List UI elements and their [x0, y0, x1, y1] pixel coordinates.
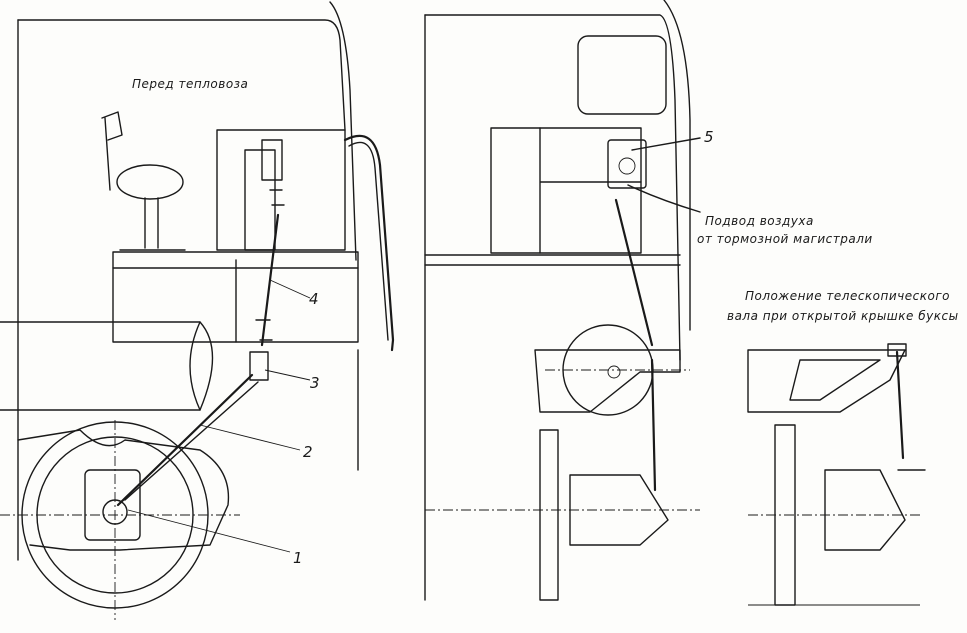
leader-4: [269, 279, 311, 299]
left-view: [0, 1, 395, 620]
speedometer-body: [261, 139, 283, 181]
handrail: [343, 134, 395, 352]
axle-box: [569, 474, 669, 546]
control-desk: [490, 127, 642, 254]
bogie-frame: [534, 349, 681, 413]
label-air-supply-2: от тормозной магистрали: [697, 232, 873, 246]
wheel-hub: [607, 365, 621, 379]
desk-panel: [244, 149, 276, 251]
leader-1: [127, 509, 291, 553]
tank-end: [189, 321, 201, 411]
speedometer-dial: [618, 157, 636, 175]
air-supply-leader: [627, 184, 701, 213]
vertical-shaft: [614, 198, 654, 347]
handrail-inner: [348, 141, 389, 341]
callout-2: 2: [303, 443, 313, 461]
label-shaft-position-1: Положение телескопического: [745, 289, 950, 303]
leader-2: [199, 424, 301, 451]
axle-box: [84, 469, 141, 541]
frame-bracket: [747, 349, 906, 413]
cab-right-edge: [663, 0, 691, 331]
control-desk: [216, 129, 346, 251]
callout-leaders: [127, 279, 311, 553]
axle-box: [824, 469, 906, 551]
bogie-frame: [17, 429, 230, 551]
drive-shaft-down: [650, 358, 657, 492]
callout-1: 1: [293, 549, 303, 567]
seat-lever: [101, 111, 123, 191]
frame-divider: [112, 259, 359, 343]
cab-edge-curve: [329, 1, 357, 261]
vertical-shaft: [895, 350, 905, 460]
right-view: [747, 343, 926, 606]
angle-gearbox: [249, 351, 269, 381]
cab-roof-line: [17, 19, 346, 131]
callout-5: 5: [704, 128, 714, 146]
desk-lines: [539, 127, 642, 254]
label-air-supply-1: Подвод воздуха: [705, 214, 814, 228]
callout5-leader: [631, 137, 701, 151]
seat-cushion: [116, 164, 184, 200]
shaft-couplings: [255, 189, 285, 341]
speedometer-unit: [607, 139, 647, 189]
tank-body: [0, 321, 214, 411]
telescopic-shaft: [116, 373, 254, 507]
cab-roof: [424, 14, 681, 361]
label-front-of-locomotive: Перед тепловоза: [132, 77, 248, 91]
leader-3: [264, 369, 311, 381]
cab-window: [577, 35, 667, 115]
wheel-rim: [539, 429, 559, 601]
telescopic-shaft-outline: [124, 381, 259, 501]
floor-frame: [424, 254, 681, 266]
shaft-top-fitting: [887, 343, 907, 357]
seat-column: [119, 197, 186, 251]
callout-4: 4: [309, 290, 319, 308]
bracket-inner: [789, 359, 881, 401]
middle-view: [424, 0, 701, 601]
label-shaft-position-2: вала при открытой крышке буксы: [727, 309, 959, 323]
callout-3: 3: [310, 374, 320, 392]
axle-centerline: [0, 420, 240, 620]
